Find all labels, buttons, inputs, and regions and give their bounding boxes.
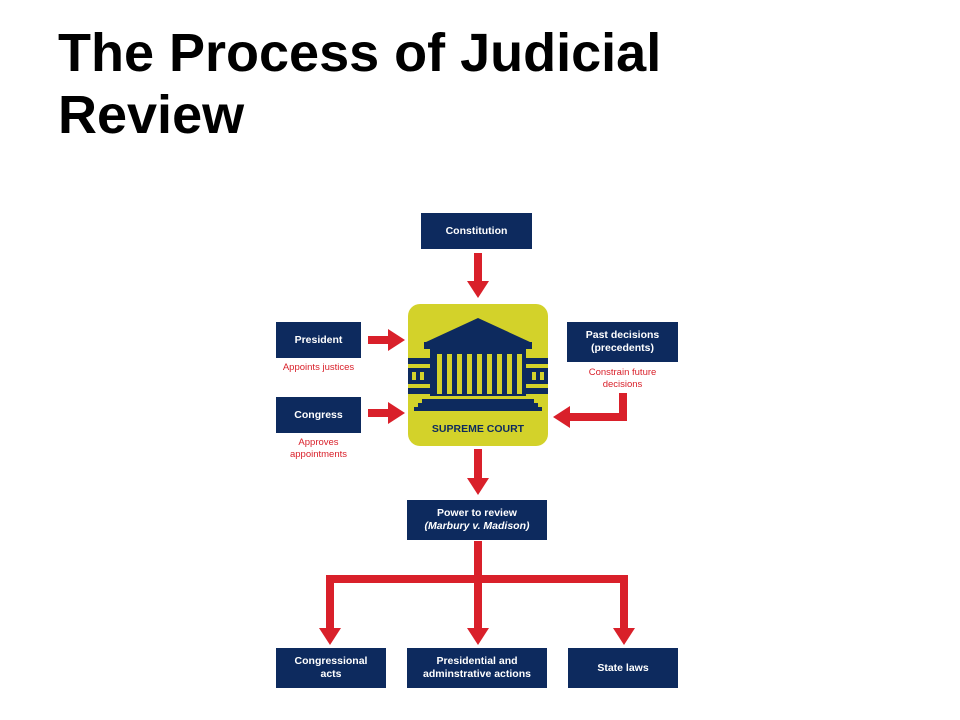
president-label: President xyxy=(294,333,343,346)
past-decisions-box: Past decisions (precedents) xyxy=(567,322,678,362)
state-laws-box: State laws xyxy=(568,648,678,688)
congress-box: Congress xyxy=(276,397,361,433)
arrowhead-state-laws xyxy=(613,628,635,645)
appoints-justices-note: Appoints justices xyxy=(266,362,371,374)
congressional-acts-box: Congressional acts xyxy=(276,648,386,688)
state-laws-label: State laws xyxy=(597,661,649,674)
arrowhead-constitution-court xyxy=(467,281,489,298)
past-decisions-line2: (precedents) xyxy=(590,342,654,354)
power-line2: (Marbury v. Madison) xyxy=(424,520,530,532)
arrowhead-court-power xyxy=(467,478,489,495)
constrain-future-note: Constrain future decisions xyxy=(567,367,678,391)
presidential-actions-box: Presidential and adminstrative actions xyxy=(407,648,547,688)
congress-label: Congress xyxy=(294,408,343,421)
slide-title: The Process of Judicial Review xyxy=(58,23,662,145)
appoints-justices-text: Appoints justices xyxy=(282,362,355,373)
constitution-box: Constitution xyxy=(421,213,532,249)
past-decisions-line1: Past decisions xyxy=(585,329,660,341)
congressional-line2: acts xyxy=(320,668,342,680)
approves-line1: Approves xyxy=(298,437,339,448)
arrow-constitution-court xyxy=(474,253,482,283)
arrow-president-court xyxy=(368,336,390,344)
constrain-line1: Constrain future xyxy=(588,367,657,378)
congressional-line1: Congressional xyxy=(294,655,368,667)
arrow-branch-middle xyxy=(474,575,482,630)
constrain-line2: decisions xyxy=(602,379,643,390)
approves-appointments-note: Approves appointments xyxy=(266,437,371,461)
arrow-court-power xyxy=(474,449,482,479)
presidential-line2: adminstrative actions xyxy=(423,668,531,680)
power-to-review-box: Power to review (Marbury v. Madison) xyxy=(407,500,547,540)
arrowhead-presidential xyxy=(467,628,489,645)
president-box: President xyxy=(276,322,361,358)
arrowhead-president-court xyxy=(388,329,405,351)
presidential-line1: Presidential and xyxy=(436,655,518,667)
supreme-court-node: SUPREME COURT xyxy=(408,304,548,446)
arrow-precedents-horizontal xyxy=(568,413,627,421)
supreme-court-label: SUPREME COURT xyxy=(431,423,525,435)
courthouse-icon xyxy=(408,318,548,411)
arrow-branch-left xyxy=(326,575,334,630)
power-line1: Power to review xyxy=(437,507,517,519)
arrow-power-stem xyxy=(474,541,482,576)
approves-line2: appointments xyxy=(289,449,348,460)
arrowhead-congressional xyxy=(319,628,341,645)
arrowhead-congress-court xyxy=(388,402,405,424)
arrowhead-precedents-court xyxy=(553,406,570,428)
arrow-precedents-vertical xyxy=(619,393,627,421)
arrow-branch-right xyxy=(620,575,628,630)
arrow-congress-court xyxy=(368,409,390,417)
constitution-label: Constitution xyxy=(445,224,508,237)
